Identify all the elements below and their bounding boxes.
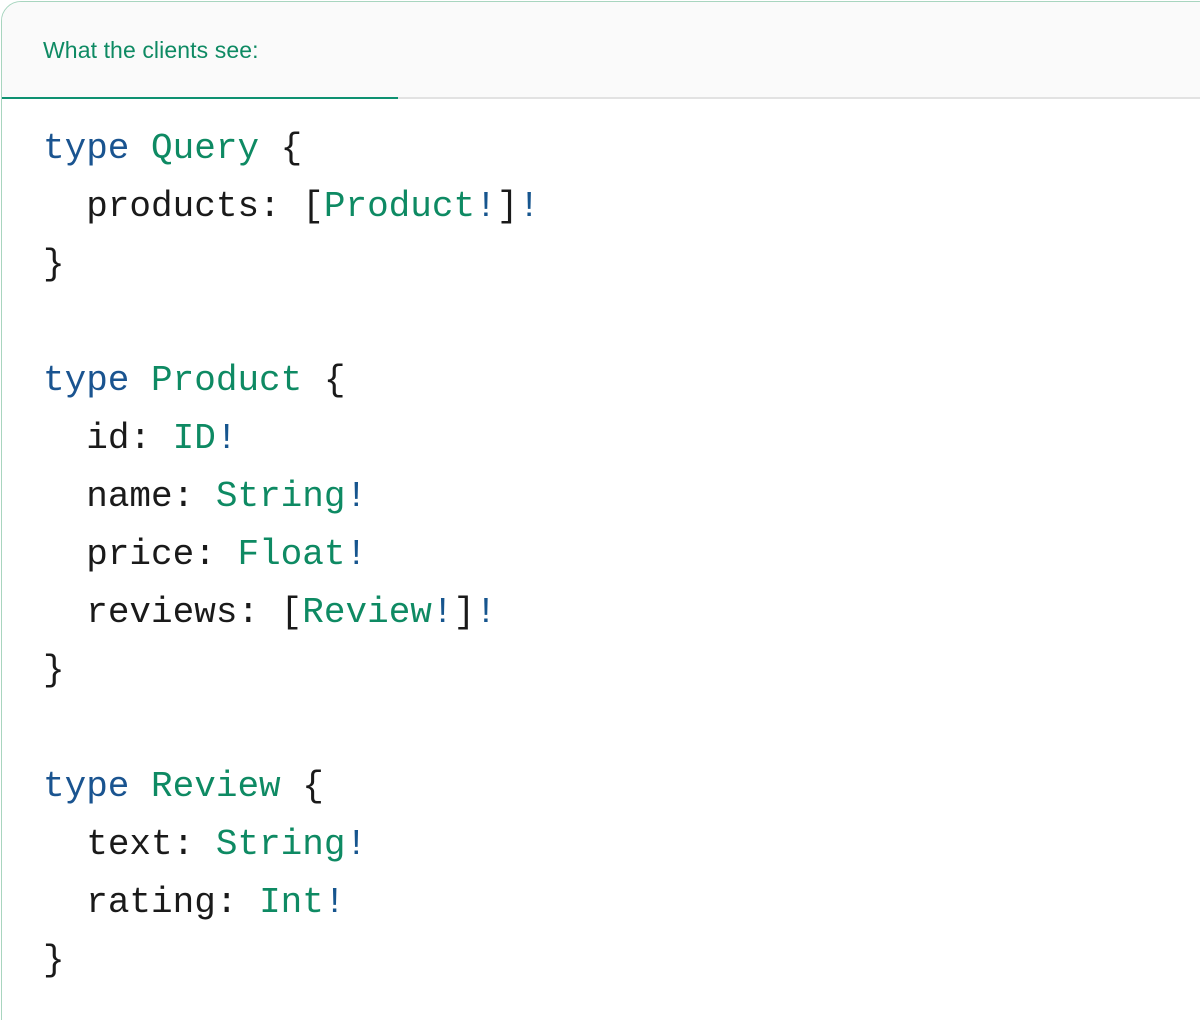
code-token-field: id bbox=[86, 418, 130, 459]
code-token-punct: : bbox=[215, 882, 260, 923]
card-header: What the clients see: bbox=[2, 2, 1200, 101]
code-line: type Query { bbox=[43, 128, 302, 169]
code-token-type: Review bbox=[302, 592, 432, 633]
code-token-punct bbox=[281, 766, 303, 807]
code-token-punct: : bbox=[129, 418, 173, 459]
code-token-punct bbox=[259, 128, 281, 169]
code-token-punct bbox=[129, 766, 151, 807]
code-body: type Query { products: [Product!]! } typ… bbox=[2, 99, 1200, 989]
code-token-punct bbox=[129, 360, 151, 401]
code-token-type: Product bbox=[323, 186, 476, 227]
code-line: text: String! bbox=[43, 824, 367, 865]
code-token-punct bbox=[43, 882, 86, 923]
code-line: } bbox=[43, 650, 65, 691]
tab-label: What the clients see: bbox=[43, 37, 259, 63]
code-root: type Query { products: [Product!]! } typ… bbox=[43, 128, 540, 981]
code-token-bang: ! bbox=[345, 534, 368, 575]
code-token-field: name bbox=[86, 476, 173, 517]
code-token-punct: } bbox=[43, 650, 65, 691]
code-token-bang: ! bbox=[475, 186, 497, 227]
code-line: type Product { bbox=[43, 360, 345, 401]
code-token-punct bbox=[43, 476, 86, 517]
code-token-punct: : bbox=[172, 824, 216, 865]
code-token-punct: ] bbox=[496, 186, 519, 227]
code-line: type Review { bbox=[43, 766, 324, 807]
code-token-type: String bbox=[215, 824, 346, 865]
code-token-type: Int bbox=[259, 882, 324, 923]
code-token-punct bbox=[43, 186, 86, 227]
code-token-kw: type bbox=[43, 128, 130, 169]
code-line: name: String! bbox=[43, 476, 367, 517]
code-line: } bbox=[43, 940, 65, 981]
code-token-punct: : bbox=[172, 476, 216, 517]
code-token-bang: ! bbox=[518, 186, 540, 227]
code-token-type: Review bbox=[151, 766, 281, 807]
code-line: } bbox=[43, 244, 65, 285]
code-token-punct bbox=[302, 360, 324, 401]
code-token-bang: ! bbox=[475, 592, 497, 633]
code-token-type: ID bbox=[172, 418, 216, 459]
code-line: price: Float! bbox=[43, 534, 367, 575]
code-line: rating: Int! bbox=[43, 882, 345, 923]
code-token-field: price bbox=[86, 534, 195, 575]
code-line: products: [Product!]! bbox=[43, 186, 540, 227]
code-line: reviews: [Review!]! bbox=[43, 592, 497, 633]
code-token-punct: [ bbox=[280, 592, 303, 633]
code-token-field: text bbox=[86, 824, 173, 865]
code-token-bang: ! bbox=[215, 418, 238, 459]
code-line: id: ID! bbox=[43, 418, 237, 459]
code-token-punct: } bbox=[43, 244, 65, 285]
code-token-type: Product bbox=[151, 360, 303, 401]
code-token-type: Float bbox=[237, 534, 346, 575]
code-token-punct: : bbox=[259, 186, 303, 227]
code-token-punct: ] bbox=[453, 592, 476, 633]
code-token-punct: { bbox=[323, 360, 346, 401]
tab-what-the-clients-see[interactable]: What the clients see: bbox=[2, 2, 398, 99]
code-token-kw: type bbox=[43, 766, 130, 807]
code-token-bang: ! bbox=[323, 882, 346, 923]
code-token-type: Query bbox=[151, 128, 260, 169]
code-token-punct bbox=[43, 824, 86, 865]
code-token-bang: ! bbox=[431, 592, 454, 633]
code-token-field: rating bbox=[86, 882, 216, 923]
code-token-punct: [ bbox=[302, 186, 324, 227]
code-token-punct bbox=[43, 418, 86, 459]
code-token-bang: ! bbox=[345, 824, 368, 865]
code-token-punct: { bbox=[280, 128, 303, 169]
code-token-kw: type bbox=[43, 360, 130, 401]
code-token-field: products bbox=[86, 186, 260, 227]
graphql-schema-code[interactable]: type Query { products: [Product!]! } typ… bbox=[2, 119, 1200, 989]
code-token-punct bbox=[43, 592, 86, 633]
code-token-punct bbox=[43, 534, 86, 575]
code-token-bang: ! bbox=[345, 476, 368, 517]
code-token-type: String bbox=[215, 476, 346, 517]
code-token-punct: { bbox=[302, 766, 324, 807]
code-token-punct: } bbox=[43, 940, 65, 981]
code-token-punct: : bbox=[237, 592, 281, 633]
code-token-punct bbox=[129, 128, 151, 169]
code-token-field: reviews bbox=[86, 592, 238, 633]
code-token-punct: : bbox=[194, 534, 238, 575]
